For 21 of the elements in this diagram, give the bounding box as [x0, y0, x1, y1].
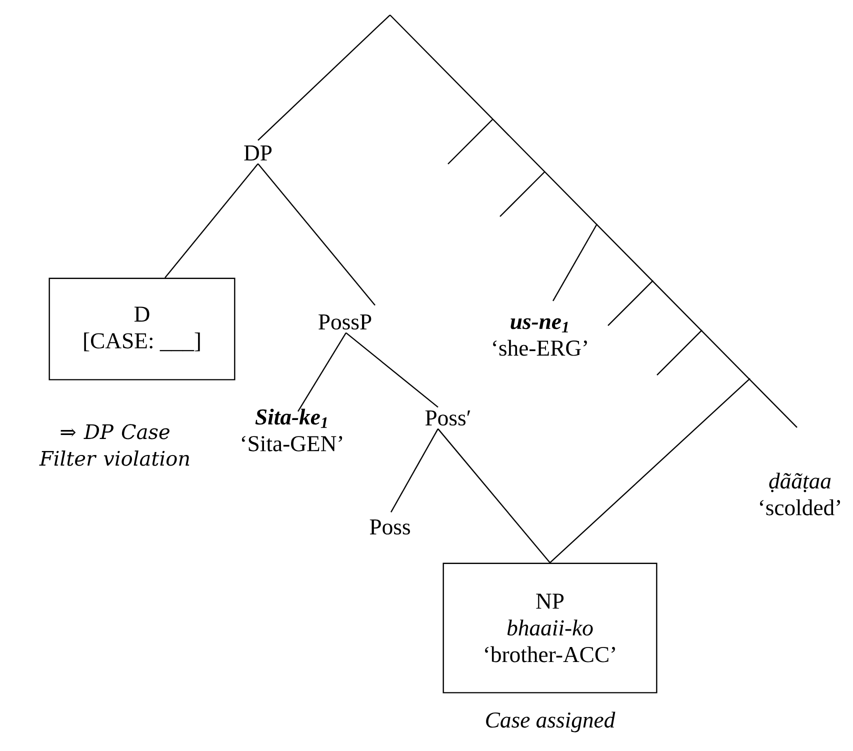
- tree-branch: [552, 224, 598, 302]
- boxed-node: D [CASE: ___]: [48, 278, 236, 380]
- word-label: us-ne$_{1}$ ‘she-ERG’: [493, 318, 587, 356]
- phrase-label: Poss′: [425, 410, 470, 426]
- phrase-label: Poss: [370, 519, 410, 535]
- word-label: ḍããṭaa ‘scolded’: [760, 472, 840, 516]
- tree-branch: [164, 163, 258, 278]
- annotation: ⇒ DP Case Filter violation: [39, 424, 190, 466]
- tree-branch: [346, 332, 438, 408]
- phrase-label: DP: [244, 146, 272, 160]
- tree-branch: [298, 332, 347, 412]
- tree-branch: [258, 14, 390, 141]
- tree-branch: [550, 378, 750, 564]
- tree-branch: [390, 14, 798, 428]
- tree-branch: [258, 163, 376, 306]
- tree-branch: [390, 428, 439, 512]
- phrase-label: PossP: [318, 314, 372, 330]
- annotation: Case assigned: [486, 712, 616, 732]
- word-label: Sita-ke$_{1}$ ‘Sita-GEN’: [242, 408, 342, 452]
- boxed-node: NP bhaaii-ko ‘brother-ACC’: [442, 562, 658, 694]
- tree-branch: [438, 428, 550, 564]
